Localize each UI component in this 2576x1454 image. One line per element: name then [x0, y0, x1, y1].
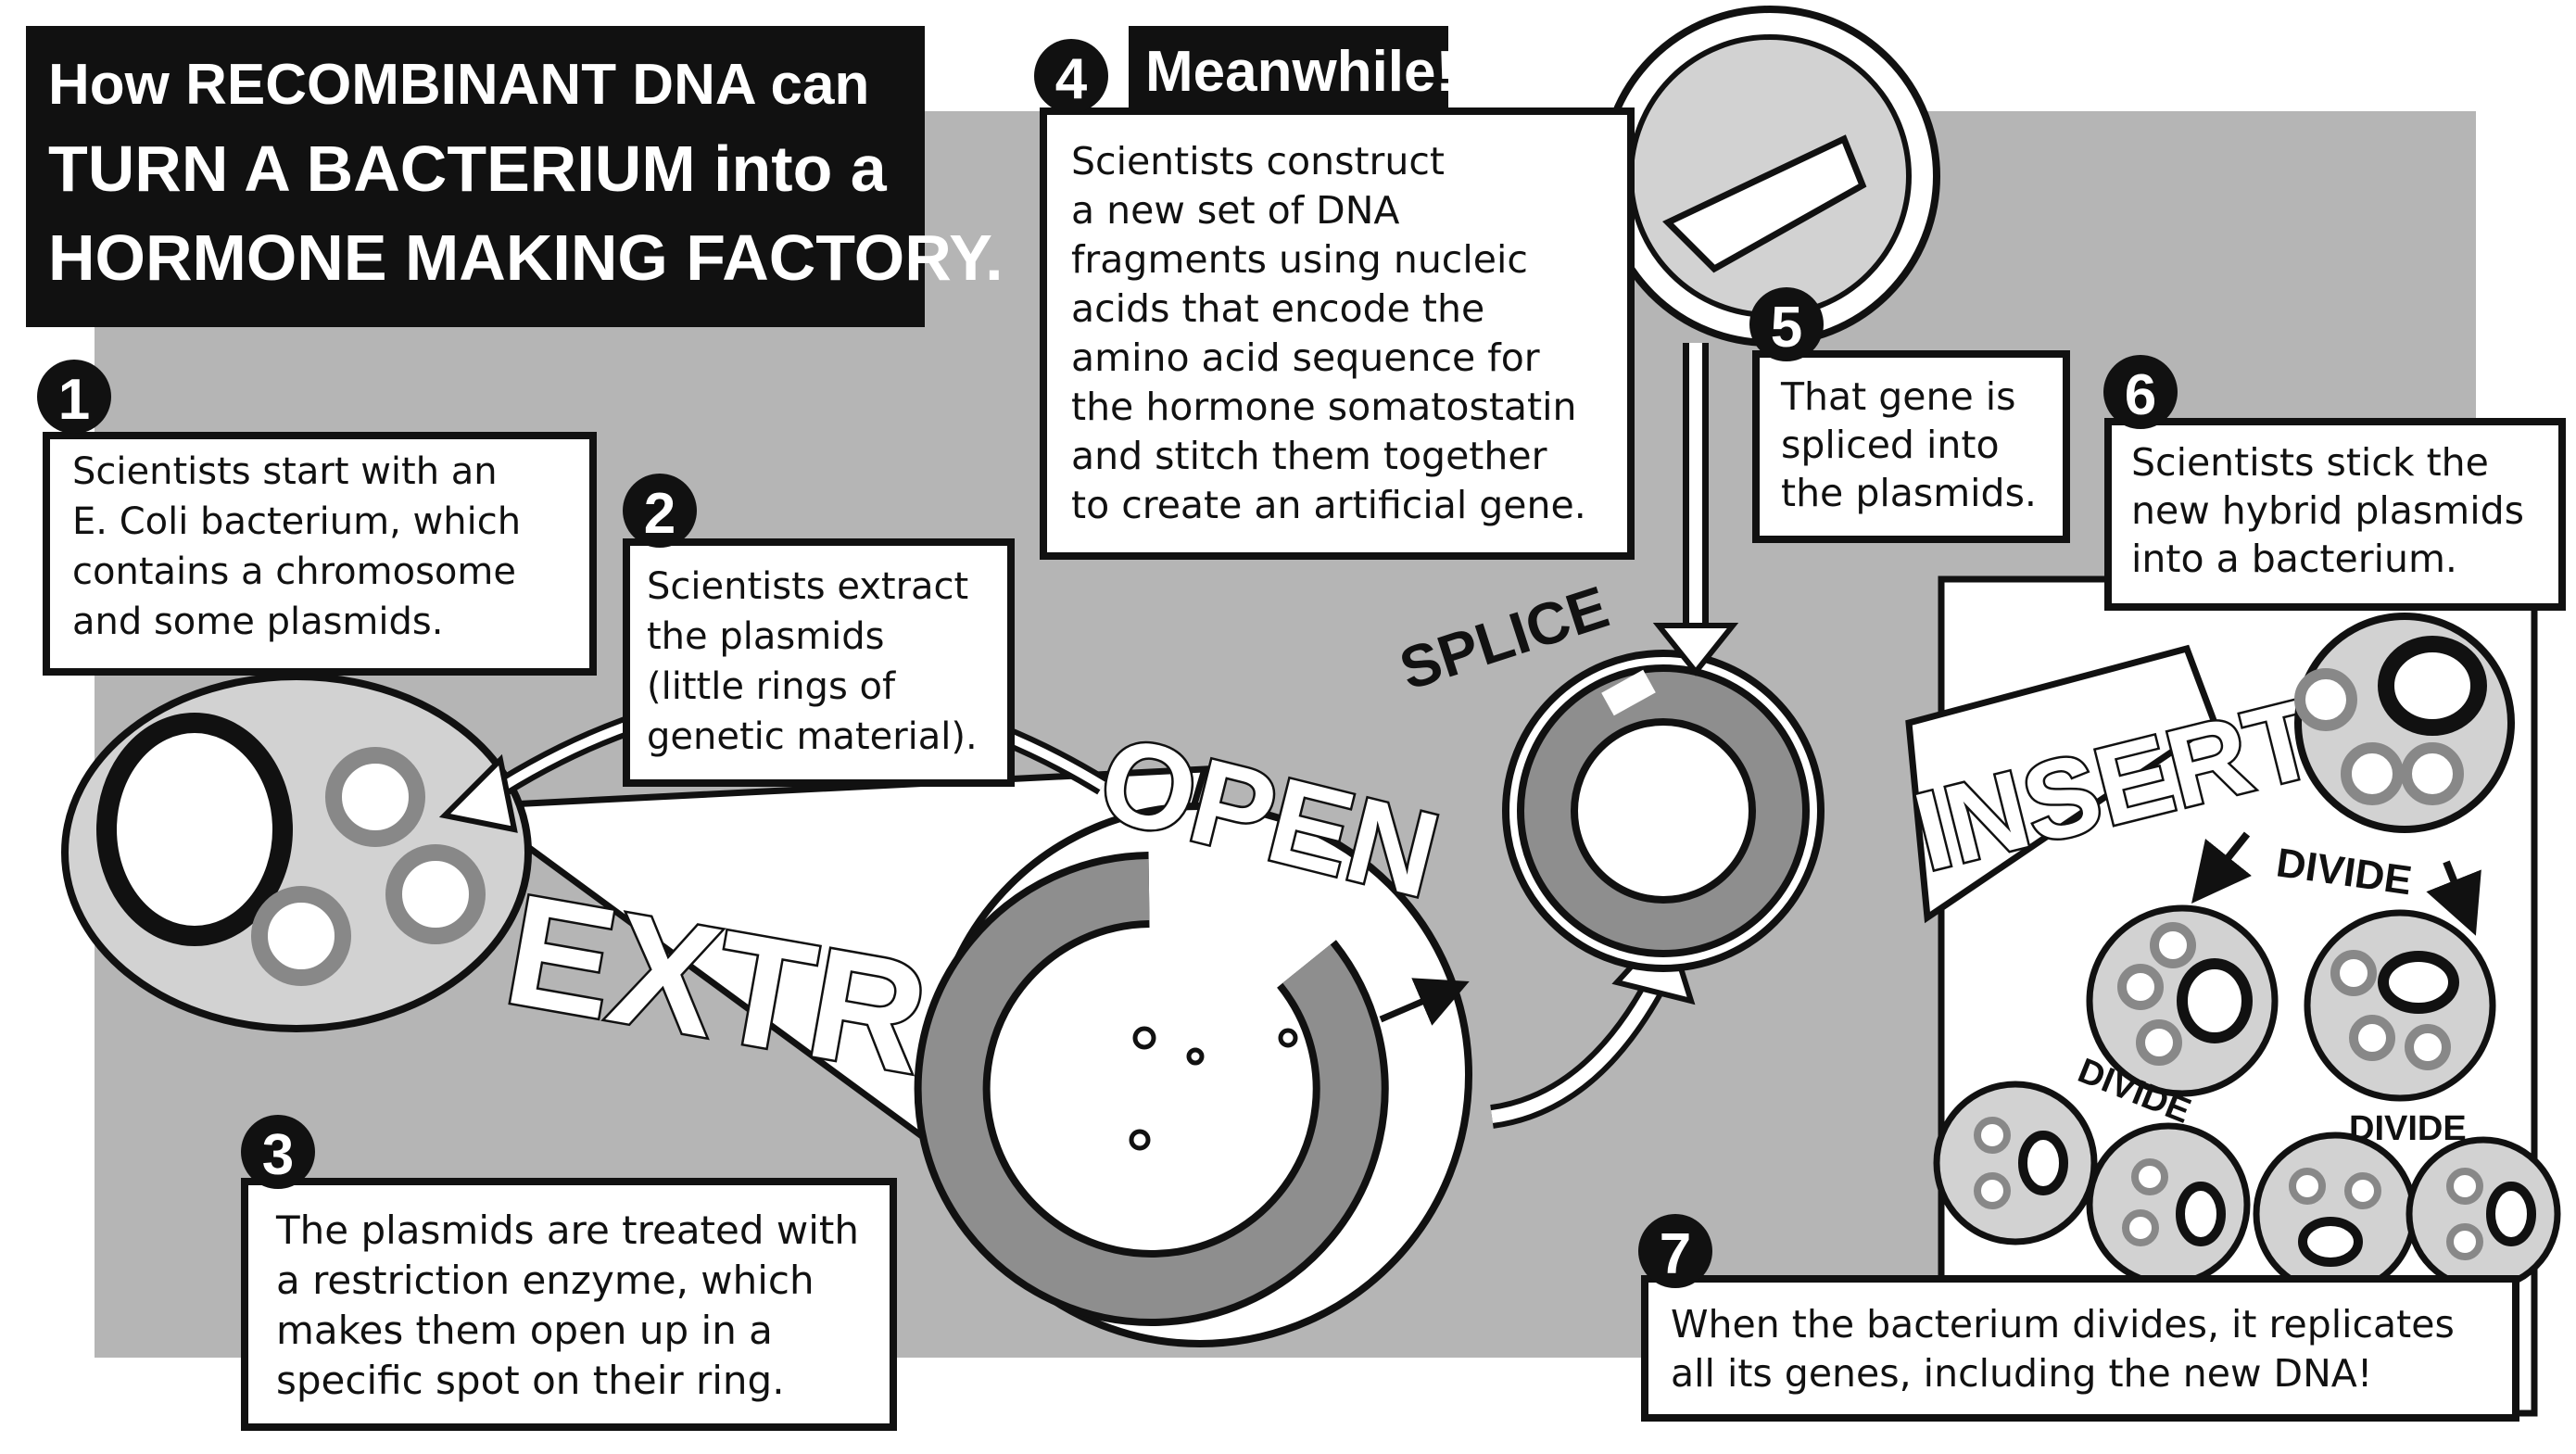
step-1-line-1: Scientists start with an — [72, 450, 498, 493]
step-4-line-4: acids that encode the — [1071, 286, 1484, 331]
step-4-line-2: a new set of DNA — [1071, 188, 1399, 233]
step-2-line-4: genetic material). — [647, 715, 978, 758]
granddaughter-bacterium — [1933, 1081, 2098, 1245]
open-arrow-icon — [1379, 978, 1470, 1026]
gene-fragment-icon — [1662, 134, 1867, 273]
chromosome-ring — [96, 713, 293, 946]
step-7: 7 When the bacterium divides, it replica… — [1638, 1214, 2519, 1422]
step-1: 1 Scientists start with an E. Coli bacte… — [37, 360, 597, 676]
artificial-gene — [1599, 6, 1940, 347]
plasmid-ring — [325, 747, 425, 847]
step-3: 3 The plasmids are treated with a restri… — [241, 1115, 897, 1431]
chromosome-ring — [2378, 636, 2487, 736]
step-3-line-4: specific spot on their ring. — [276, 1358, 785, 1403]
step-6-line-3: into a bacterium. — [2131, 537, 2457, 581]
plasmid-ring — [2294, 668, 2357, 731]
granddaughter-bacterium — [2406, 1136, 2561, 1292]
step-5-line-2: spliced into — [1781, 423, 2000, 467]
step-4-number: 4 — [1055, 47, 1088, 111]
insert-wedge — [1905, 644, 2219, 924]
step-6-line-1: Scientists stick the — [2131, 440, 2489, 485]
step-7-line-1: When the bacterium divides, it replicate… — [1671, 1302, 2455, 1347]
title-block: How RECOMBINANT DNA can TURN A BACTERIUM… — [26, 26, 1004, 327]
title-line-3: HORMONE MAKING FACTORY. — [48, 221, 1004, 294]
step-2-line-3: (little rings of — [647, 665, 896, 708]
step-4-line-1: Scientists construct — [1071, 139, 1445, 183]
step-1-line-2: E. Coli bacterium, which — [72, 500, 521, 543]
title-line-2: TURN A BACTERIUM into a — [48, 133, 888, 205]
step-2-line-1: Scientists extract — [647, 565, 968, 608]
step-3-line-1: The plasmids are treated with — [275, 1207, 859, 1253]
divide-arrow-icon — [2191, 831, 2252, 904]
open-plasmid — [914, 803, 1472, 1347]
step-3-number: 3 — [262, 1123, 294, 1187]
step-4-heading: Meanwhile! — [1145, 40, 1455, 104]
step-4-line-3: fragments using nucleic — [1071, 237, 1528, 282]
daughter-bacterium — [2086, 904, 2279, 1097]
step-6: 6 Scientists stick the new hybrid plasmi… — [2103, 355, 2566, 611]
spliced-plasmid — [1502, 650, 1825, 972]
step-6-number: 6 — [2125, 363, 2156, 427]
plasmid-ring — [2341, 742, 2404, 805]
plasmid-ring — [2401, 742, 2464, 805]
granddaughter-bacterium — [2253, 1132, 2418, 1296]
spliced-plasmid-ring — [1524, 672, 1802, 950]
step-2: 2 Scientists extract the plasmids (littl… — [623, 474, 1015, 787]
to-splice-arrow-icon — [1491, 974, 1665, 1123]
opened-plasmid-ring — [921, 859, 1382, 1319]
step-4: 4 Meanwhile! Scientists construct a new … — [1034, 26, 1635, 560]
step-5-line-1: That gene is — [1780, 374, 2016, 419]
step-1-line-3: contains a chromosome — [72, 550, 516, 593]
ecoli-bacterium — [61, 673, 532, 1032]
step-3-line-3: makes them open up in a — [276, 1308, 773, 1353]
step-1-line-4: and some plasmids. — [72, 601, 443, 643]
step-1-number: 1 — [58, 368, 90, 432]
divide-arrow-icon — [2426, 860, 2481, 936]
step-2-number: 2 — [644, 482, 676, 546]
step-4-line-8: to create an artificial gene. — [1071, 483, 1586, 527]
granddaughter-bacterium — [2086, 1122, 2251, 1287]
plasmid-ring — [385, 844, 486, 944]
title-line-1: How RECOMBINANT DNA can — [48, 53, 869, 117]
daughter-bacterium — [2304, 909, 2496, 1102]
step-3-line-2: a restriction enzyme, which — [276, 1258, 814, 1303]
hybrid-bacterium — [2294, 613, 2515, 833]
step-4-line-5: amino acid sequence for — [1071, 335, 1540, 380]
step-4-line-6: the hormone somatostatin — [1071, 385, 1576, 429]
step-6-line-2: new hybrid plasmids — [2131, 488, 2524, 533]
step-5: 5 That gene is spliced into the plasmids… — [1749, 287, 2070, 543]
step-5-number: 5 — [1771, 296, 1802, 360]
step-7-number: 7 — [1660, 1222, 1691, 1286]
step-2-line-2: the plasmids — [647, 615, 885, 658]
step-4-line-7: and stitch them together — [1071, 434, 1547, 478]
step-7-line-2: all its genes, including the new DNA! — [1671, 1351, 2372, 1396]
step-5-line-3: the plasmids. — [1781, 471, 2037, 515]
plasmid-ring — [251, 886, 351, 986]
